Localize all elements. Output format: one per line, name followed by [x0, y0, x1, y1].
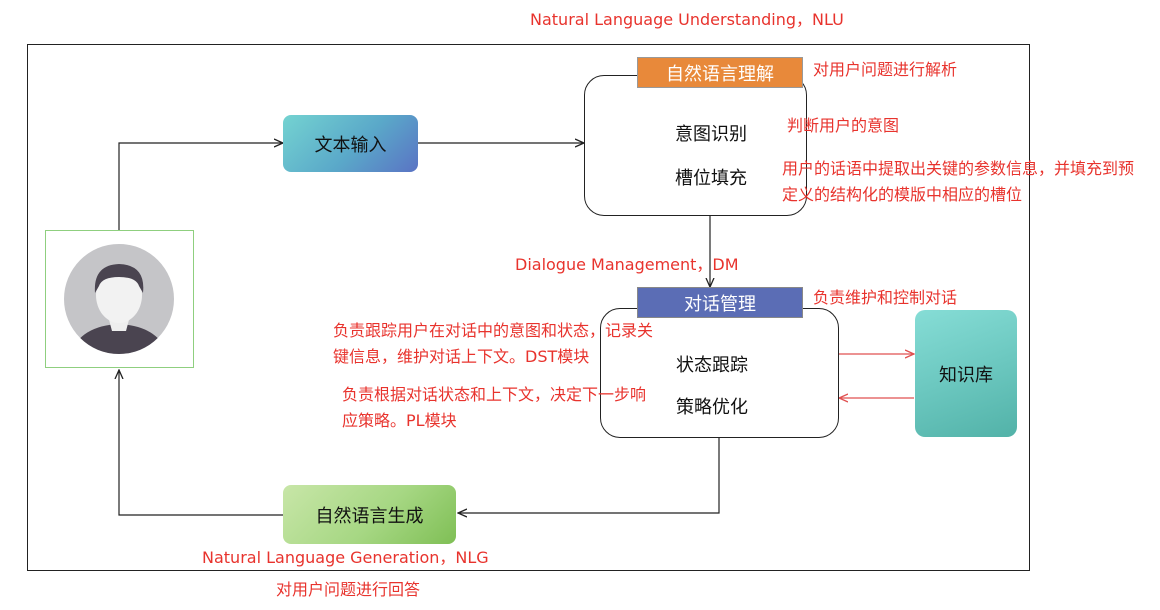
- nlu-desc: 对用户问题进行解析: [813, 60, 958, 79]
- text-input-label: 文本输入: [314, 134, 387, 156]
- text-input-node: 文本输入: [283, 115, 418, 172]
- state-tracking-label: 状态跟踪: [676, 355, 748, 376]
- nlu-tag: 自然语言理解: [637, 57, 803, 88]
- policy-optimization-label: 策略优化: [676, 397, 748, 418]
- dm-box: [600, 308, 839, 438]
- intent-desc: 判断用户的意图: [787, 116, 900, 135]
- dm-tag: 对话管理: [637, 287, 803, 318]
- slot-desc: 用户的话语中提取出关键的参数信息，并填充到预定义的结构化的模版中相应的槽位: [782, 159, 1135, 204]
- nlg-node: 自然语言生成: [283, 485, 456, 544]
- dm-fullname-label: Dialogue Management，DM: [515, 255, 739, 274]
- nlu-fullname-label: Natural Language Understanding，NLU: [530, 10, 844, 29]
- user-node: [45, 230, 194, 368]
- pl-desc: 负责根据对话状态和上下文，决定下一步响应策略。PL模块: [342, 385, 647, 430]
- arrow-nlg-to-user: [119, 370, 283, 516]
- dst-desc: 负责跟踪用户在对话中的意图和状态，记录关键信息，维护对话上下文。DST模块: [333, 321, 654, 366]
- arrow-dm-to-nlg: [458, 437, 720, 513]
- dm-tag-label: 对话管理: [684, 293, 756, 315]
- nlu-tag-label: 自然语言理解: [666, 63, 774, 85]
- knowledge-base-label: 知识库: [939, 364, 993, 386]
- slot-filling-label: 槽位填充: [675, 168, 747, 189]
- arrow-user-to-text-input: [118, 143, 283, 230]
- nlu-box: [584, 75, 807, 216]
- nlg-fullname-label: Natural Language Generation，NLG: [202, 548, 489, 567]
- diagram-frame: [27, 44, 1030, 571]
- nlg-label: 自然语言生成: [315, 505, 424, 527]
- nlg-desc: 对用户问题进行回答: [276, 580, 421, 599]
- knowledge-base-node: 知识库: [915, 310, 1017, 437]
- dm-desc: 负责维护和控制对话: [813, 288, 958, 307]
- intent-recognition-label: 意图识别: [675, 124, 747, 145]
- user-avatar-icon: [64, 244, 174, 354]
